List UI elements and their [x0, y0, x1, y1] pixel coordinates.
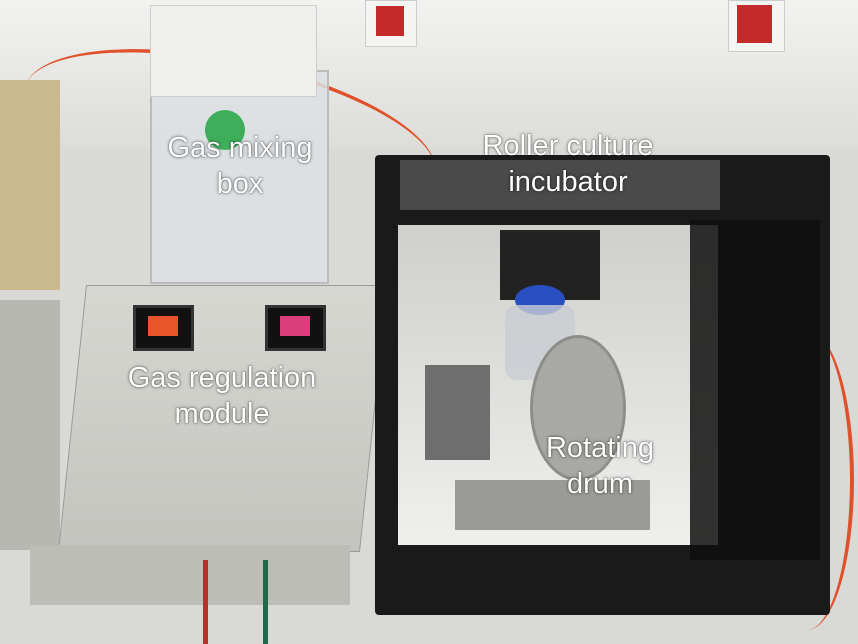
label-gas-mixing-box: Gas mixing box [150, 130, 330, 202]
wall [0, 0, 858, 150]
left-rack [0, 80, 60, 290]
label-line: Gas mixing [167, 132, 313, 164]
label-gas-regulation-module: Gas regulation module [112, 360, 332, 432]
gas-mixing-box [150, 70, 329, 284]
controller-display [265, 305, 326, 351]
label-line: drum [566, 468, 634, 500]
label-line: Gas regulation [127, 362, 317, 394]
wall-socket [365, 0, 417, 47]
label-line: module [174, 398, 270, 430]
drum-base [455, 480, 650, 530]
label-rotating-drum: Rotating drum [520, 430, 680, 502]
valve [205, 110, 245, 150]
label-line: Roller culture [482, 130, 654, 162]
label-line: incubator [508, 166, 628, 198]
gas-mixing-box-lid [150, 5, 317, 97]
drum [530, 335, 626, 481]
label-line: box [216, 168, 264, 200]
tubing [760, 330, 854, 630]
motor-box [425, 365, 490, 460]
tubing-green [263, 560, 268, 644]
module-base [30, 545, 350, 605]
wall-socket [728, 0, 785, 52]
incubator-front-panel [690, 220, 820, 560]
controller-display [133, 305, 194, 351]
tubing-red [203, 560, 208, 644]
incubator-top-panel [400, 160, 720, 210]
label-roller-culture-incubator: Roller culture incubator [458, 128, 678, 200]
label-line: Rotating [545, 432, 654, 464]
left-device [0, 300, 60, 550]
